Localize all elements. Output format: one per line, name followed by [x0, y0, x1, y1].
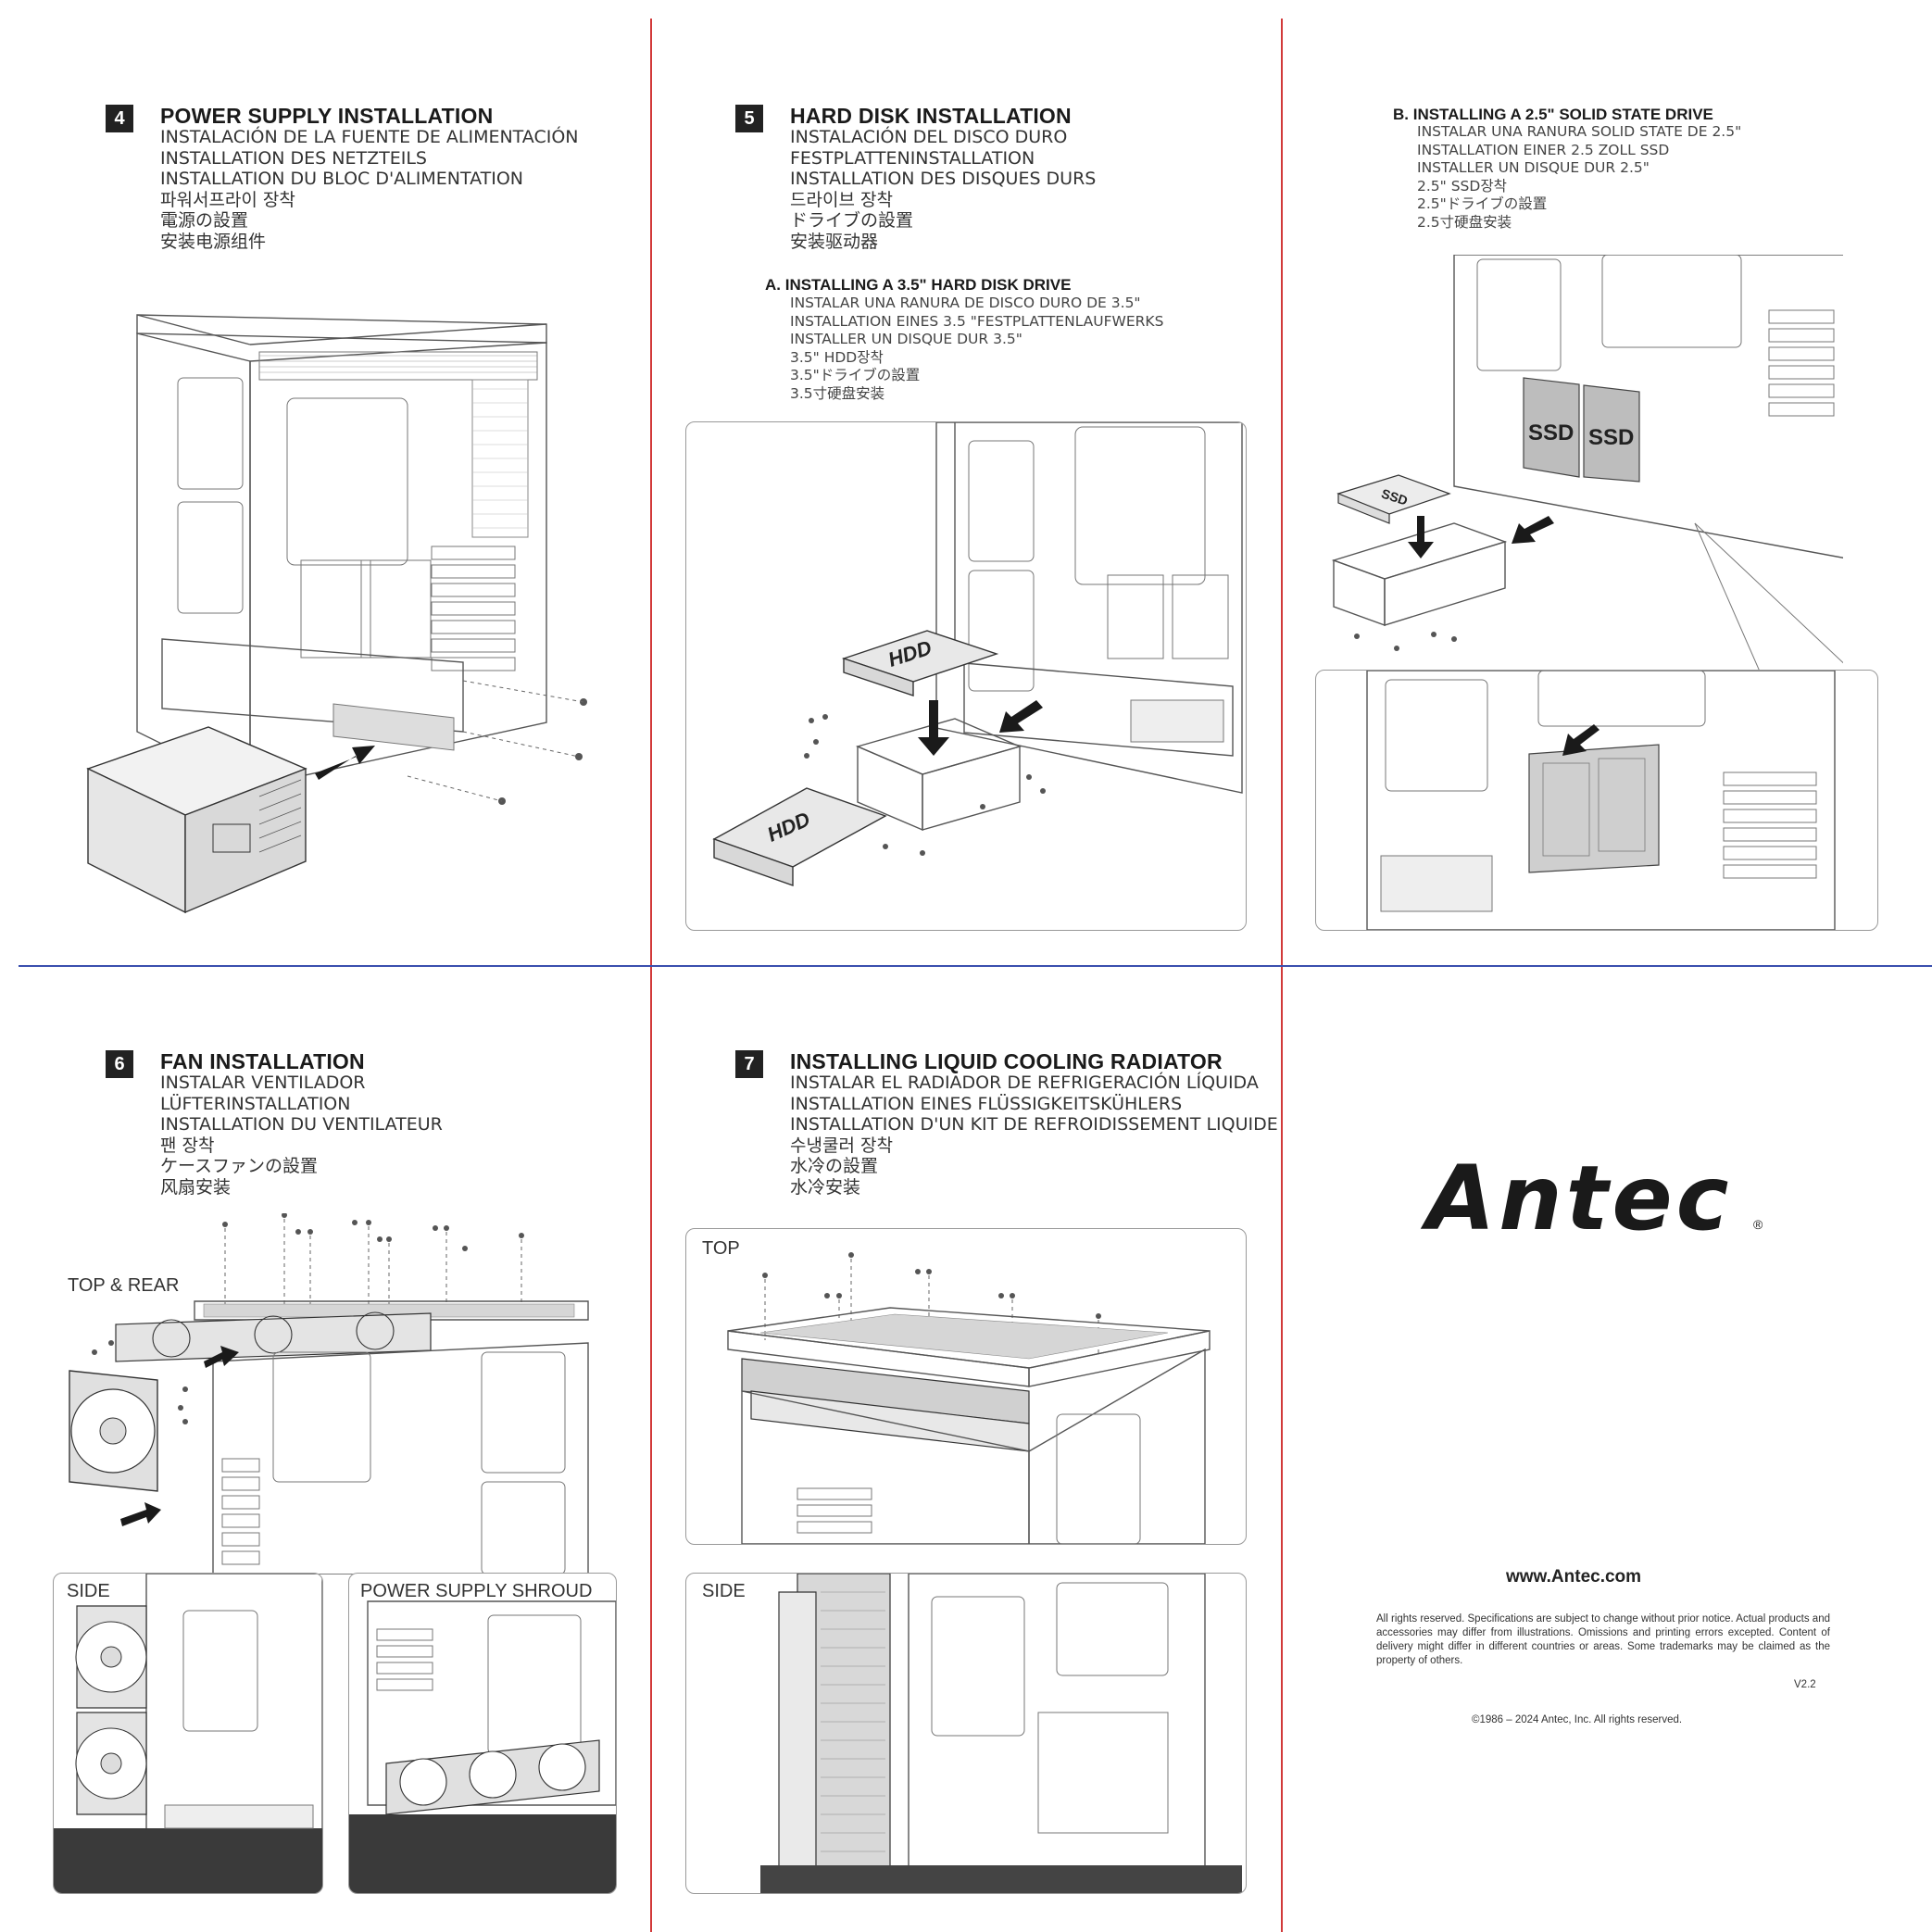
translation-line: INSTALLATION DU VENTILATEUR — [160, 1114, 443, 1135]
translation-line: 2.5" SSD장착 — [1417, 177, 1507, 194]
translation-line: 水冷の設置 — [790, 1156, 879, 1176]
ssd-install-illustration: SSD SSD SSD — [1331, 255, 1843, 671]
ssd-detail-figure — [1315, 670, 1878, 931]
copyright-notice: ©1986 – 2024 Antec, Inc. All rights rese… — [1472, 1714, 1683, 1725]
translation-line: 3.5寸硬盘安装 — [790, 384, 885, 402]
legal-notice: All rights reserved. Specifications are … — [1376, 1613, 1830, 1666]
fan-side-figure: SIDE — [53, 1573, 323, 1894]
fan-top-rear-illustration — [69, 1213, 589, 1574]
step-6-translations: INSTALAR VENTILADOR LÜFTERINSTALLATION I… — [160, 1073, 443, 1198]
step-7-title: INSTALLING LIQUID COOLING RADIATOR — [790, 1049, 1223, 1073]
translation-line: ドライブの設置 — [790, 210, 914, 231]
translation-line: INSTALLATION DES NETZTEILS — [160, 147, 427, 169]
label-top: TOP — [702, 1238, 740, 1259]
step-4-translations: INSTALACIÓN DE LA FUENTE DE ALIMENTACIÓN… — [160, 127, 579, 252]
fold-line-left — [650, 19, 652, 1932]
translation-line: 安装电源组件 — [160, 231, 267, 252]
step-4-badge: 4 — [106, 105, 133, 132]
label-side: SIDE — [67, 1581, 110, 1601]
step-5b-title: B. INSTALLING A 2.5" SOLID STATE DRIVE — [1393, 106, 1713, 123]
translation-line: 2.5"ドライブの設置 — [1417, 195, 1548, 212]
translation-line: 드라이브 장착 — [790, 189, 893, 210]
translation-line: INSTALAR EL RADIADOR DE REFRIGERACIÓN LÍ… — [790, 1073, 1259, 1093]
translation-line: 파워서프라이 장착 — [160, 189, 295, 210]
label-top-rear: TOP & REAR — [68, 1275, 180, 1296]
step-6-badge: 6 — [106, 1050, 133, 1078]
translation-line: INSTALLER UN DISQUE DUR 3.5" — [790, 331, 1022, 347]
ssd-label-2: SSD — [1588, 425, 1634, 450]
label-side: SIDE — [702, 1581, 746, 1601]
step-5-badge: 5 — [735, 105, 763, 132]
translation-line: 风扇安装 — [160, 1176, 232, 1198]
fan-shroud-figure: POWER SUPPLY SHROUD — [348, 1573, 617, 1894]
fold-line-right — [1281, 19, 1283, 1932]
translation-line: INSTALLATION DU BLOC D'ALIMENTATION — [160, 169, 524, 189]
translation-line: INSTALLATION EINER 2.5 ZOLL SSD — [1417, 141, 1670, 158]
translation-line: INSTALLATION EINES FLÜSSIGKEITSKÜHLERS — [790, 1093, 1183, 1114]
step-4-title: POWER SUPPLY INSTALLATION — [160, 104, 494, 128]
translation-line: INSTALLATION EINES 3.5 "FESTPLATTENLAUFW… — [790, 312, 1164, 330]
translation-line: INSTALLATION DES DISQUES DURS — [790, 169, 1097, 189]
hdd-install-figure: HDD HDD — [685, 421, 1247, 931]
translation-line: INSTALLATION D'UN KIT DE REFROIDISSEMENT… — [790, 1114, 1278, 1135]
translation-line: 팬 장착 — [160, 1135, 215, 1156]
translation-line: INSTALLER UN DISQUE DUR 2.5" — [1417, 159, 1650, 176]
label-power-supply-shroud: POWER SUPPLY SHROUD — [360, 1581, 593, 1601]
version-label: V2.2 — [1794, 1679, 1816, 1690]
translation-line: 수냉쿨러 장착 — [790, 1135, 893, 1156]
ssd-label-1: SSD — [1528, 420, 1574, 445]
website-link[interactable]: www.Antec.com — [1506, 1567, 1642, 1587]
step-5-translations: INSTALACIÓN DEL DISCO DURO FESTPLATTENIN… — [790, 127, 1096, 252]
translation-line: 水冷安装 — [790, 1176, 861, 1198]
step-5a-title: A. INSTALLING A 3.5" HARD DISK DRIVE — [765, 276, 1072, 294]
radiator-side-figure: SIDE — [685, 1573, 1247, 1894]
translation-line: INSTALAR UNA RANURA DE DISCO DURO DE 3.5… — [790, 295, 1141, 311]
step-5-title: HARD DISK INSTALLATION — [790, 104, 1072, 128]
radiator-top-figure: TOP — [685, 1228, 1247, 1545]
step-6-title: FAN INSTALLATION — [160, 1049, 365, 1073]
step-5b-translations: INSTALAR UNA RANURA SOLID STATE DE 2.5" … — [1417, 123, 1741, 232]
step-5a-translations: INSTALAR UNA RANURA DE DISCO DURO DE 3.5… — [790, 295, 1163, 403]
translation-line: LÜFTERINSTALLATION — [160, 1093, 351, 1114]
antec-logo: Antec — [1426, 1147, 1733, 1250]
translation-line: 3.5" HDD장착 — [790, 348, 884, 366]
translation-line: FESTPLATTENINSTALLATION — [790, 147, 1035, 169]
psu-installation-illustration — [86, 314, 587, 914]
translation-line: 3.5"ドライブの設置 — [790, 367, 921, 383]
translation-line: 2.5寸硬盘安装 — [1417, 213, 1512, 231]
translation-line: 安装驱动器 — [790, 231, 879, 252]
translation-line: 電源の設置 — [160, 210, 249, 231]
translation-line: INSTALAR UNA RANURA SOLID STATE DE 2.5" — [1417, 123, 1742, 140]
translation-line: INSTALACIÓN DE LA FUENTE DE ALIMENTACIÓN — [160, 127, 579, 147]
translation-line: INSTALACIÓN DEL DISCO DURO — [790, 127, 1068, 147]
fold-line-horizontal — [19, 965, 1932, 967]
step-7-badge: 7 — [735, 1050, 763, 1078]
translation-line: INSTALAR VENTILADOR — [160, 1073, 366, 1093]
translation-line: ケースファンの設置 — [160, 1156, 319, 1176]
registered-mark: ® — [1753, 1217, 1763, 1232]
step-7-translations: INSTALAR EL RADIADOR DE REFRIGERACIÓN LÍ… — [790, 1073, 1278, 1198]
